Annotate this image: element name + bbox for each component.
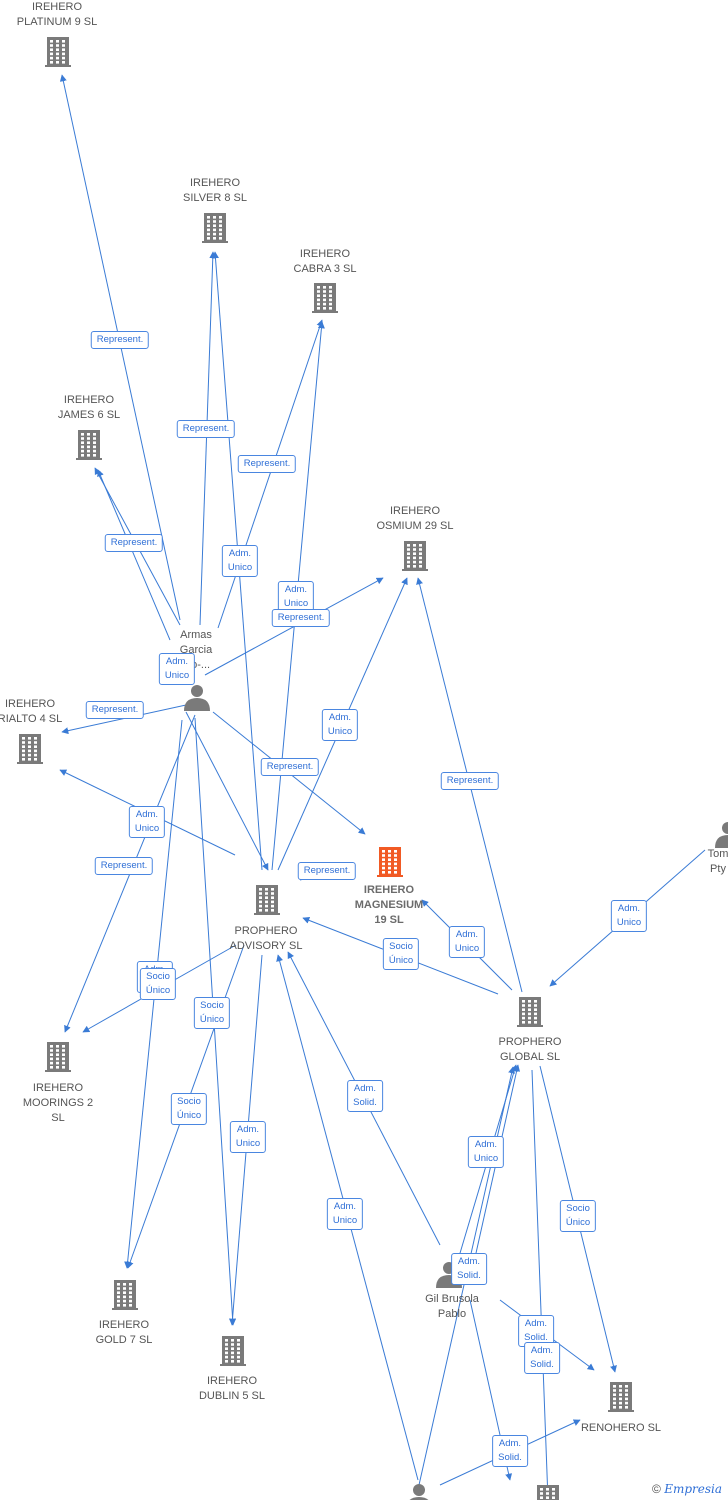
- node-label-cabra3[interactable]: IREHERO CABRA 3 SL: [293, 248, 357, 275]
- node-label-silver8[interactable]: IREHERO SILVER 8 SL: [183, 177, 247, 204]
- node-label-james6[interactable]: IREHERO JAMES 6 SL: [57, 394, 121, 421]
- relation-label[interactable]: Adm. Unico: [128, 806, 166, 838]
- node-label-platinum9[interactable]: IREHERO PLATINUM 9 SL: [16, 1, 98, 28]
- relation-label[interactable]: Represent.: [94, 857, 154, 875]
- node-label-tom[interactable]: Tom Pty: [707, 848, 728, 875]
- relation-edge: [469, 1064, 521, 1281]
- person-icon[interactable]: [406, 1484, 432, 1500]
- building-icon[interactable]: [202, 213, 228, 243]
- relation-label[interactable]: Adm. Solid.: [492, 1435, 528, 1467]
- relation-label[interactable]: Represent.: [90, 331, 150, 349]
- edges-layer: [59, 74, 706, 1500]
- relation-label[interactable]: Socio Único: [382, 938, 420, 970]
- copyright-symbol: ©: [652, 1482, 661, 1496]
- relation-label[interactable]: Adm. Solid.: [524, 1342, 560, 1374]
- node-label-moorings2[interactable]: IREHERO MOORINGS 2 SL: [22, 1082, 94, 1124]
- person-icon[interactable]: [184, 685, 210, 711]
- relation-label[interactable]: Socio Único: [139, 968, 177, 1000]
- relation-edge: [531, 1069, 552, 1500]
- building-icon[interactable]: [377, 847, 403, 877]
- relation-label[interactable]: Represent.: [176, 420, 236, 438]
- relation-label[interactable]: Adm. Unico: [158, 653, 196, 685]
- relation-label[interactable]: Adm. Solid.: [451, 1253, 487, 1285]
- building-icon[interactable]: [312, 283, 338, 313]
- node-label-gold7[interactable]: IREHERO GOLD 7 SL: [95, 1319, 153, 1346]
- building-icon[interactable]: [535, 1485, 561, 1500]
- node-label-rialto4[interactable]: IREHERO RIALTO 4 SL: [0, 698, 63, 725]
- relation-label[interactable]: Adm. Unico: [467, 1136, 505, 1168]
- node-label-prophero_global[interactable]: PROPHERO GLOBAL SL: [498, 1036, 562, 1063]
- relation-label[interactable]: Represent.: [104, 534, 164, 552]
- node-label-magnesium19[interactable]: IREHERO MAGNESIUM 19 SL: [354, 884, 424, 926]
- relation-label[interactable]: Adm. Unico: [321, 709, 359, 741]
- node-label-renohero[interactable]: RENOHERO SL: [580, 1422, 662, 1434]
- relation-label[interactable]: Socio Único: [170, 1093, 208, 1125]
- building-icon[interactable]: [45, 37, 71, 67]
- relation-label[interactable]: Adm. Unico: [610, 900, 648, 932]
- relation-label[interactable]: Adm. Unico: [221, 545, 259, 577]
- nodes-layer: [17, 37, 728, 1500]
- relation-edge: [97, 469, 171, 641]
- building-icon[interactable]: [402, 541, 428, 571]
- building-icon[interactable]: [112, 1280, 138, 1310]
- relation-label[interactable]: Represent.: [440, 772, 500, 790]
- relation-label[interactable]: Adm. Solid.: [518, 1315, 554, 1347]
- building-icon[interactable]: [517, 997, 543, 1027]
- relation-label[interactable]: Represent.: [237, 455, 297, 473]
- node-label-osmium29[interactable]: IREHERO OSMIUM 29 SL: [376, 505, 454, 532]
- relation-label[interactable]: Socio Único: [559, 1200, 597, 1232]
- brand-footer[interactable]: © Empresia: [652, 1482, 722, 1496]
- relation-label[interactable]: Represent.: [271, 609, 331, 627]
- building-icon[interactable]: [254, 885, 280, 915]
- relation-label[interactable]: Represent.: [260, 758, 320, 776]
- node-label-prophero_advisory[interactable]: PROPHERO ADVISORY SL: [229, 925, 303, 952]
- relation-label[interactable]: Adm. Unico: [229, 1121, 267, 1153]
- node-label-dublin5[interactable]: IREHERO DUBLIN 5 SL: [198, 1375, 266, 1402]
- relation-label[interactable]: Represent.: [85, 701, 145, 719]
- person-icon[interactable]: [715, 822, 728, 848]
- relation-label[interactable]: Socio Único: [193, 997, 231, 1029]
- relation-label[interactable]: Adm. Unico: [448, 926, 486, 958]
- relation-label[interactable]: Represent.: [297, 862, 357, 880]
- building-icon[interactable]: [17, 734, 43, 764]
- building-icon[interactable]: [45, 1042, 71, 1072]
- brand-name: Empresia: [664, 1482, 722, 1496]
- building-icon[interactable]: [76, 430, 102, 460]
- relation-edge: [199, 251, 217, 626]
- relation-label[interactable]: Adm. Unico: [326, 1198, 364, 1230]
- relation-label[interactable]: Adm. Solid.: [347, 1080, 383, 1112]
- building-icon[interactable]: [220, 1336, 246, 1366]
- node-label-gil[interactable]: Gil Brusola Pablo: [425, 1293, 479, 1320]
- relation-edge: [185, 711, 269, 871]
- building-icon[interactable]: [608, 1382, 634, 1412]
